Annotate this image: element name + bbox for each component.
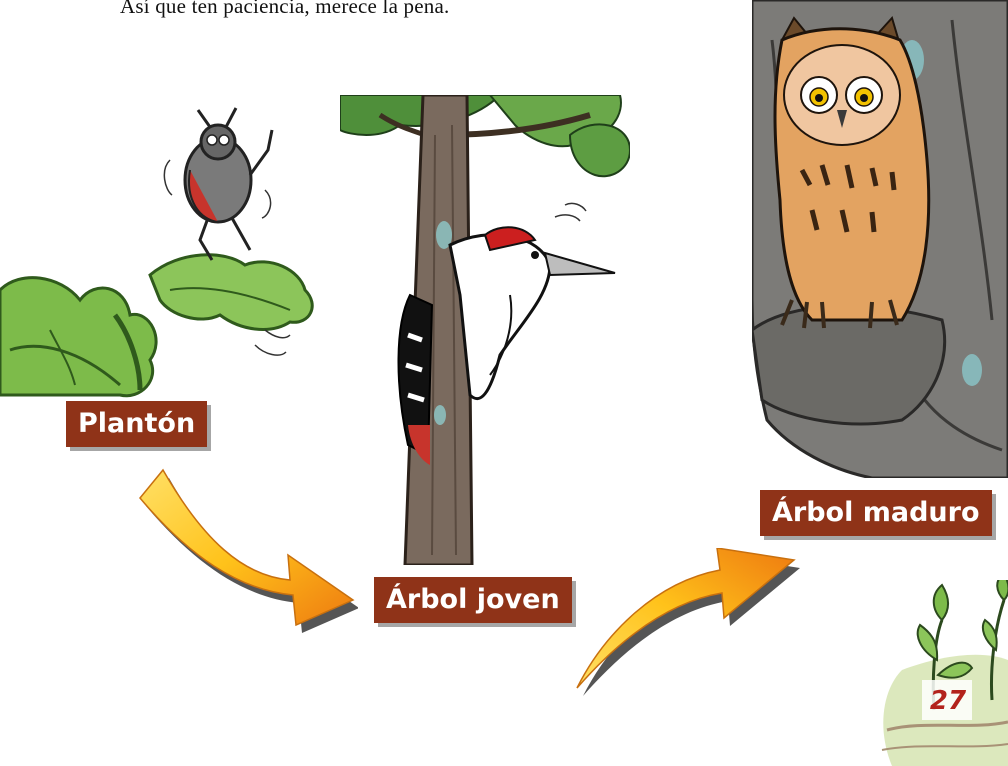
beetle-icon xyxy=(163,107,274,261)
woodpecker-icon xyxy=(397,202,616,465)
young-tree-illustration xyxy=(340,95,630,565)
label-planton: Plantón xyxy=(66,401,208,447)
seedling-sprout-decoration xyxy=(881,580,1008,766)
mature-tree-illustration xyxy=(752,0,1008,478)
intro-text: Así que ten paciencia, merece la pena. xyxy=(120,0,450,18)
owl-icon xyxy=(773,16,931,329)
arrow-to-young-tree xyxy=(139,468,358,633)
label-arbol-joven: Árbol joven xyxy=(374,577,572,623)
seedling-illustration xyxy=(0,107,314,398)
tree-canopy-icon xyxy=(340,95,630,178)
label-arbol-maduro: Árbol maduro xyxy=(760,490,992,536)
arrow-to-mature-tree xyxy=(576,548,800,696)
oak-leaves-icon xyxy=(0,253,314,398)
page-number: 27 xyxy=(929,686,967,716)
